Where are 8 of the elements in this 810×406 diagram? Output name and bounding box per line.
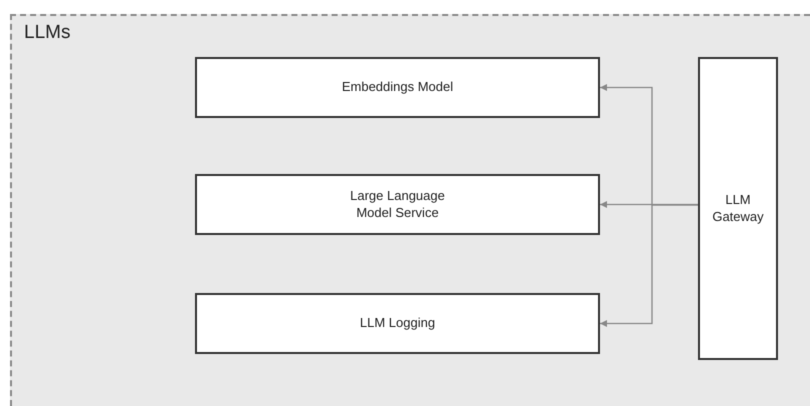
process-box: LLM Logging [195,293,600,354]
process-box: Large Language Model Service [195,174,600,235]
process-box: Embeddings Model [195,57,600,118]
group-container [10,14,810,406]
gateway-box: LLM Gateway [698,57,778,360]
arrow [600,204,698,327]
group-title: LLMs [24,22,70,44]
arrow [600,201,698,208]
